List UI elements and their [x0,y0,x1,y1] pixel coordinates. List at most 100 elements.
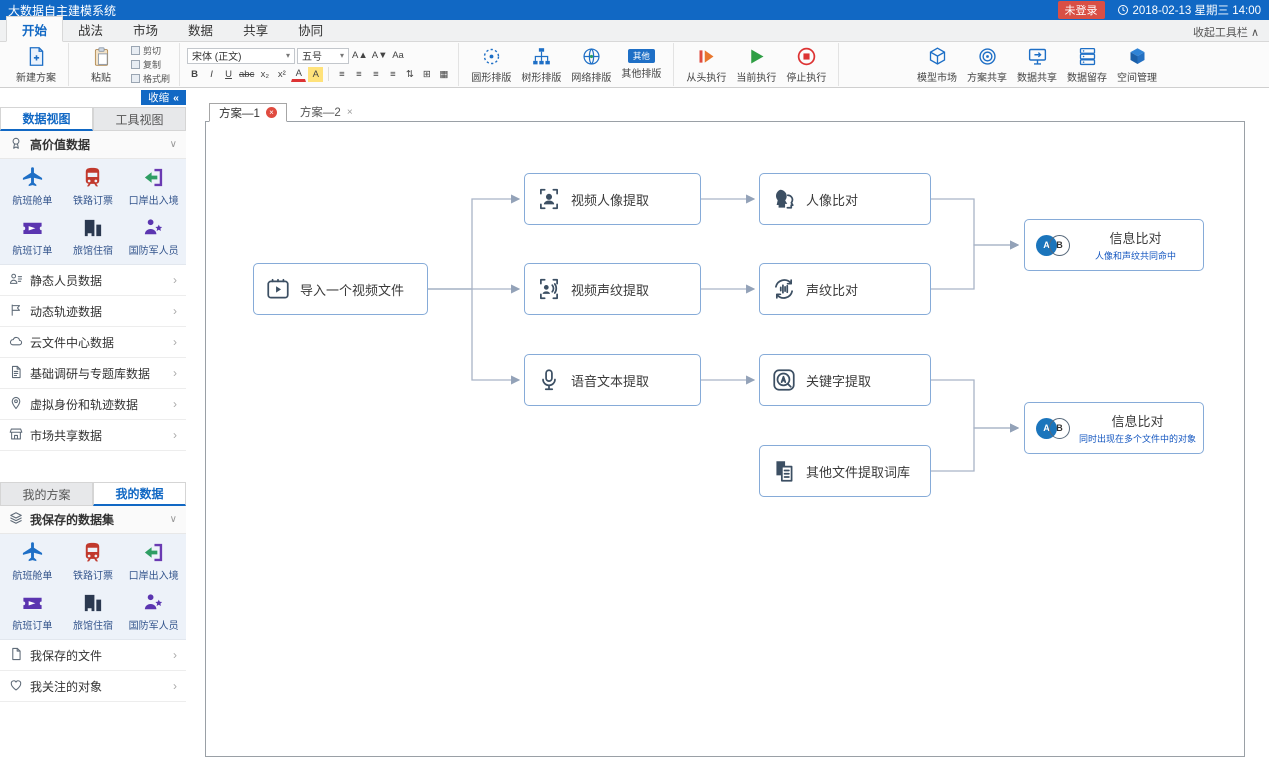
node-voiceprint-compare[interactable]: 声纹比对 [759,263,931,315]
sidebar-item-border-entry-exit[interactable]: 口岸出入境 [123,541,184,582]
tab-my-data[interactable]: 我的数据 [93,482,186,506]
ribbon-tab-tactics[interactable]: 战法 [63,17,118,41]
node-face-compare[interactable]: 人像比对 [759,173,931,225]
cut-button[interactable]: 剪切 [129,44,172,57]
model-market-button[interactable]: 模型市场 [912,45,962,85]
italic-button[interactable]: I [204,67,219,82]
sidebar-collapse-button[interactable]: 收缩 « [141,90,186,105]
ribbon-tab-start[interactable]: 开始 [6,16,63,42]
section-static-person-data[interactable]: 静态人员数据 › [0,265,186,296]
node-info-compare-1[interactable]: A B 信息比对 人像和声纹共同命中 [1024,219,1204,271]
sidebar-item-flight-order[interactable]: 航班订单 [2,591,63,632]
stop-execution-button[interactable]: 停止执行 [781,45,831,85]
ribbon-tab-bar: 开始 战法 市场 数据 共享 协同 收起工具栏 ∧ [0,20,1269,42]
section-market-shared-data[interactable]: 市场共享数据 › [0,420,186,451]
node-info-compare-2[interactable]: A B 信息比对 同时出现在多个文件中的对象 [1024,402,1204,454]
ribbon-tab-share[interactable]: 共享 [228,17,283,41]
circle-layout-button[interactable]: 圆形排版 [466,45,516,85]
align-left-icon[interactable]: ≡ [334,67,349,82]
sidebar-item-flight-manifest[interactable]: 航班舱单 [2,541,63,582]
run-current-button[interactable]: 当前执行 [731,45,781,85]
node-video-voiceprint-extract[interactable]: 视频声纹提取 [524,263,701,315]
sidebar-item-rail-ticket[interactable]: 铁路订票 [63,541,124,582]
strikethrough-button[interactable]: abc [238,67,255,82]
font-size-select[interactable]: 五号 ▾ [297,48,349,64]
node-import-video-file[interactable]: 导入一个视频文件 [253,263,428,315]
sidebar-item-rail-ticket[interactable]: 铁路订票 [63,166,124,207]
subscript-button[interactable]: x₂ [257,67,272,82]
ribbon-tab-collab[interactable]: 协同 [283,17,338,41]
exit-door-icon [142,541,165,564]
face-scan-icon [536,186,562,212]
section-dynamic-track-data[interactable]: 动态轨迹数据 › [0,296,186,327]
other-layout-button[interactable]: 其他 其他排版 [616,48,666,81]
borders-icon[interactable]: ⊞ [419,67,434,82]
align-right-icon[interactable]: ≡ [368,67,383,82]
document-lines-icon [9,365,23,382]
sidebar-item-hotel-stay[interactable]: 旅馆住宿 [63,591,124,632]
stop-icon [796,46,817,67]
clock-icon [1117,4,1129,16]
sidebar-item-military-personnel[interactable]: 国防军人员 [123,591,184,632]
data-share-label: 数据共享 [1017,69,1057,84]
section-my-saved-files[interactable]: 我保存的文件 › [0,640,186,671]
sidebar-item-flight-order[interactable]: 航班订单 [2,216,63,257]
node-label: 人像比对 [806,190,858,209]
align-center-icon[interactable]: ≡ [351,67,366,82]
sidebar-item-flight-manifest[interactable]: 航班舱单 [2,166,63,207]
node-video-face-extract[interactable]: 视频人像提取 [524,173,701,225]
node-speech-text-extract[interactable]: 语音文本提取 [524,354,701,406]
close-icon[interactable]: × [347,107,353,118]
ribbon-tab-market[interactable]: 市场 [118,17,173,41]
plan-share-button[interactable]: 方案共享 [962,45,1012,85]
tab-tool-view[interactable]: 工具视图 [93,107,186,131]
section-saved-datasets[interactable]: 我保存的数据集 ∨ [0,506,186,534]
new-plan-button[interactable]: 新建方案 [11,45,61,85]
plan-tab-1[interactable]: 方案—1 × [209,103,287,122]
cube-solid-icon [1127,46,1148,67]
close-icon[interactable]: × [266,107,277,118]
sidebar-item-hotel-stay[interactable]: 旅馆住宿 [63,216,124,257]
change-case-button[interactable]: Aa [391,48,406,63]
plan-tab-2[interactable]: 方案—2 × [290,103,363,121]
network-layout-button[interactable]: 网络排版 [566,45,616,85]
section-virtual-identity-data[interactable]: 虚拟身份和轨迹数据 › [0,389,186,420]
sidebar-item-border-entry-exit[interactable]: 口岸出入境 [123,166,184,207]
shrink-font-button[interactable]: A▼ [371,48,389,63]
space-manage-button[interactable]: 空间管理 [1112,45,1162,85]
node-other-files-lexicon[interactable]: 其他文件提取词库 [759,445,931,497]
tab-data-view[interactable]: 数据视图 [0,107,93,131]
run-from-start-button[interactable]: 从头执行 [681,45,731,85]
space-manage-label: 空间管理 [1117,69,1157,84]
line-spacing-icon[interactable]: ⇅ [402,67,417,82]
login-status-badge[interactable]: 未登录 [1058,1,1105,19]
grow-font-button[interactable]: A▲ [351,48,369,63]
align-justify-icon[interactable]: ≡ [385,67,400,82]
paste-button[interactable]: 粘贴 [76,45,126,85]
tab-my-plans[interactable]: 我的方案 [0,482,93,506]
section-research-library-data[interactable]: 基础调研与专题库数据 › [0,358,186,389]
copy-button[interactable]: 复制 [129,58,172,71]
highlight-button[interactable]: A [308,67,323,82]
node-keyword-extract[interactable]: 关键字提取 [759,354,931,406]
section-cloud-file-data[interactable]: 云文件中心数据 › [0,327,186,358]
data-retention-button[interactable]: 数据留存 [1062,45,1112,85]
tree-layout-button[interactable]: 树形排版 [516,45,566,85]
collapse-toolbar-button[interactable]: 收起工具栏 ∧ [1193,24,1259,40]
data-share-button[interactable]: 数据共享 [1012,45,1062,85]
font-color-button[interactable]: A [291,67,306,82]
chevron-right-icon: › [173,273,177,287]
flow-canvas[interactable]: 导入一个视频文件 视频人像提取 视频声纹提取 语音文本提取 人像比对 声纹比对 [205,121,1245,757]
node-label: 其他文件提取词库 [806,462,910,481]
section-my-followed-objects[interactable]: 我关注的对象 › [0,671,186,702]
underline-button[interactable]: U [221,67,236,82]
shading-icon[interactable]: ▦ [436,67,451,82]
font-family-select[interactable]: 宋体 (正文) ▾ [187,48,295,64]
row-label: 市场共享数据 [30,427,102,444]
superscript-button[interactable]: x² [274,67,289,82]
bold-button[interactable]: B [187,67,202,82]
section-high-value-data[interactable]: 高价值数据 ∨ [0,131,186,159]
sidebar-item-military-personnel[interactable]: 国防军人员 [123,216,184,257]
ribbon-tab-data[interactable]: 数据 [173,17,228,41]
format-painter-button[interactable]: 格式刷 [129,72,172,85]
